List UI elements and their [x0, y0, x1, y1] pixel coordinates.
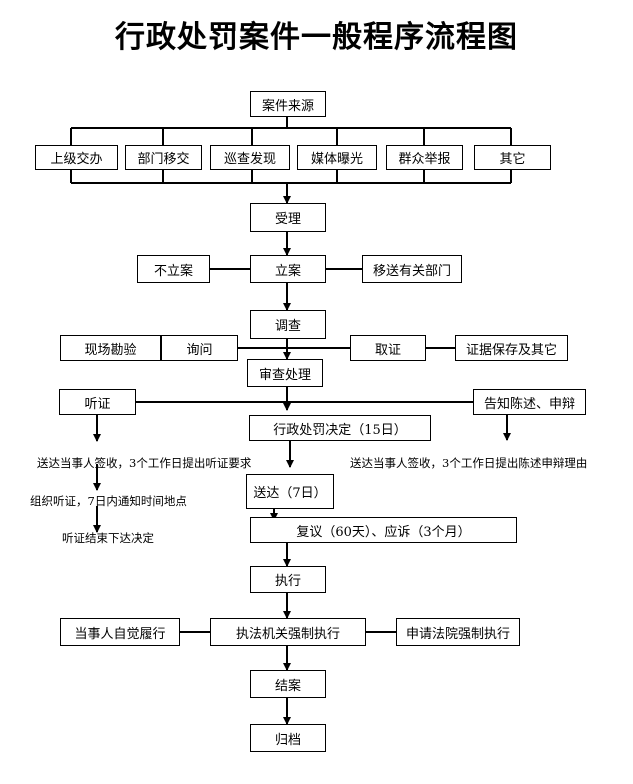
node-accept: 受理 [250, 203, 326, 232]
node-source-department: 部门移交 [125, 145, 202, 170]
note-hearing-organize: 组织听证，7日内通知时间地点 [30, 494, 187, 508]
node-archive: 归档 [250, 724, 326, 752]
node-source-other: 其它 [474, 145, 551, 170]
node-hearing: 听证 [59, 389, 136, 415]
node-source-media: 媒体曝光 [297, 145, 377, 170]
node-evidence: 取证 [350, 335, 426, 361]
node-source-superior: 上级交办 [35, 145, 118, 170]
page-title: 行政处罚案件一般程序流程图 [115, 20, 518, 55]
node-inquiry: 询问 [161, 335, 238, 361]
node-appeal: 复议（60天）、应诉（3个月） [250, 517, 517, 543]
node-source-public: 群众举报 [386, 145, 463, 170]
node-evidence-preserve: 证据保存及其它 [455, 335, 568, 361]
node-investigate: 调查 [250, 310, 326, 339]
node-court-enforce: 申请法院强制执行 [396, 618, 520, 646]
node-self-perform: 当事人自觉履行 [60, 618, 180, 646]
node-case-source: 案件来源 [250, 91, 326, 117]
node-close-case: 结案 [250, 670, 326, 698]
node-source-patrol: 巡查发现 [210, 145, 290, 170]
node-deliver: 送达（7日） [246, 474, 334, 509]
node-file-case: 立案 [250, 255, 326, 283]
note-hearing-end: 听证结束下达决定 [62, 531, 154, 545]
node-notify-statement: 告知陈述、申辩 [473, 389, 586, 415]
note-hearing-request: 送达当事人签收，3个工作日提出听证要求 [37, 456, 252, 470]
node-transfer: 移送有关部门 [362, 255, 462, 283]
node-execute: 执行 [250, 566, 326, 593]
node-site-inspection: 现场勘验 [60, 335, 161, 361]
node-penalty-decision: 行政处罚决定（15日） [249, 415, 431, 441]
node-no-case: 不立案 [137, 255, 210, 283]
node-agency-enforce: 执法机关强制执行 [210, 618, 366, 646]
note-statement-reason: 送达当事人签收，3个工作日提出陈述申辩理由 [350, 456, 588, 470]
node-review: 审查处理 [247, 359, 323, 387]
